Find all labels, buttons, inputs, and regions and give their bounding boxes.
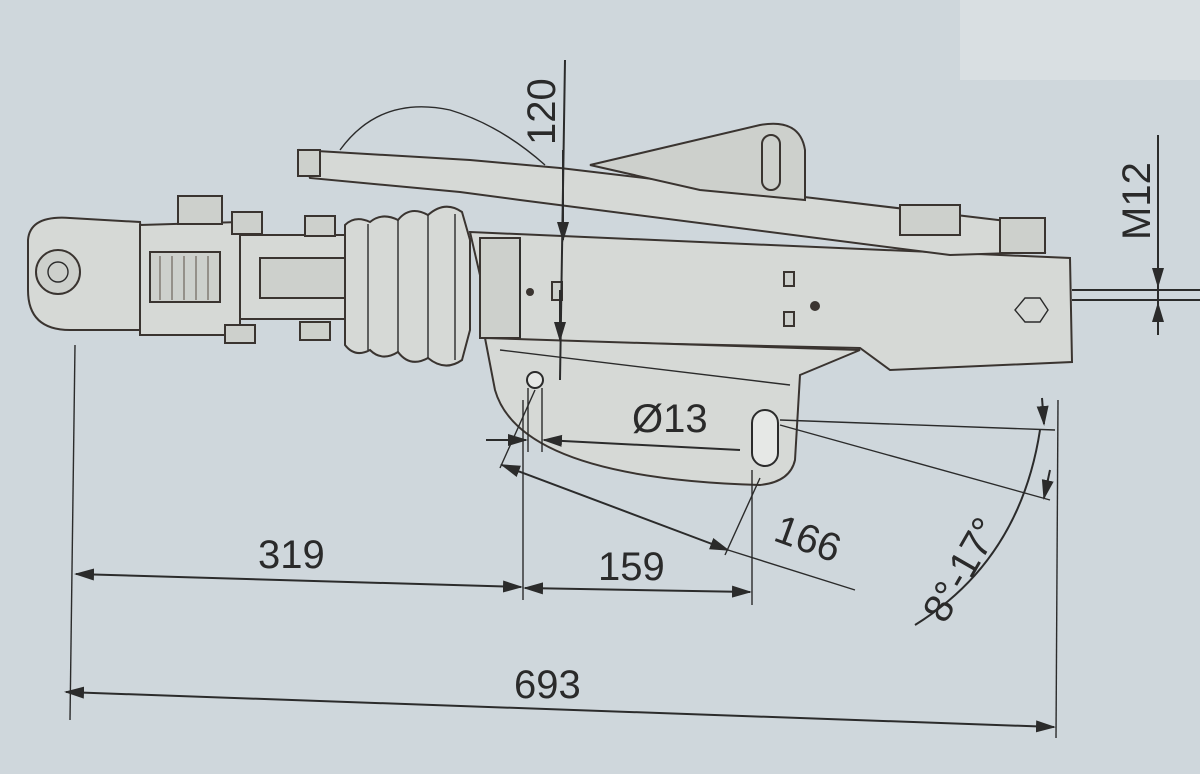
dimension-319: 319	[69, 344, 523, 721]
dimension-159: 159	[522, 400, 753, 605]
dimension-693: 693	[64, 399, 1059, 739]
coupling-head	[27, 195, 361, 344]
dimension-120: 120	[520, 59, 569, 381]
dimension-hole-diameter: Ø13	[486, 388, 741, 452]
dimension-label-front: 319	[258, 533, 325, 577]
dimension-m12: M12	[1115, 135, 1164, 335]
dimension-label-spacing: 159	[598, 545, 665, 589]
rubber-bellows	[344, 205, 471, 367]
dimension-label-height: 120	[520, 78, 564, 145]
dimension-label-diameter: Ø13	[632, 397, 708, 441]
mounting-holes	[526, 371, 779, 467]
paper-glare	[960, 0, 1200, 80]
dimension-label-overall: 693	[514, 663, 581, 707]
handbrake-lever	[297, 106, 1047, 257]
slotted-hole	[751, 409, 779, 467]
round-hole	[526, 371, 544, 389]
dimension-label-thread: M12	[1115, 162, 1159, 240]
